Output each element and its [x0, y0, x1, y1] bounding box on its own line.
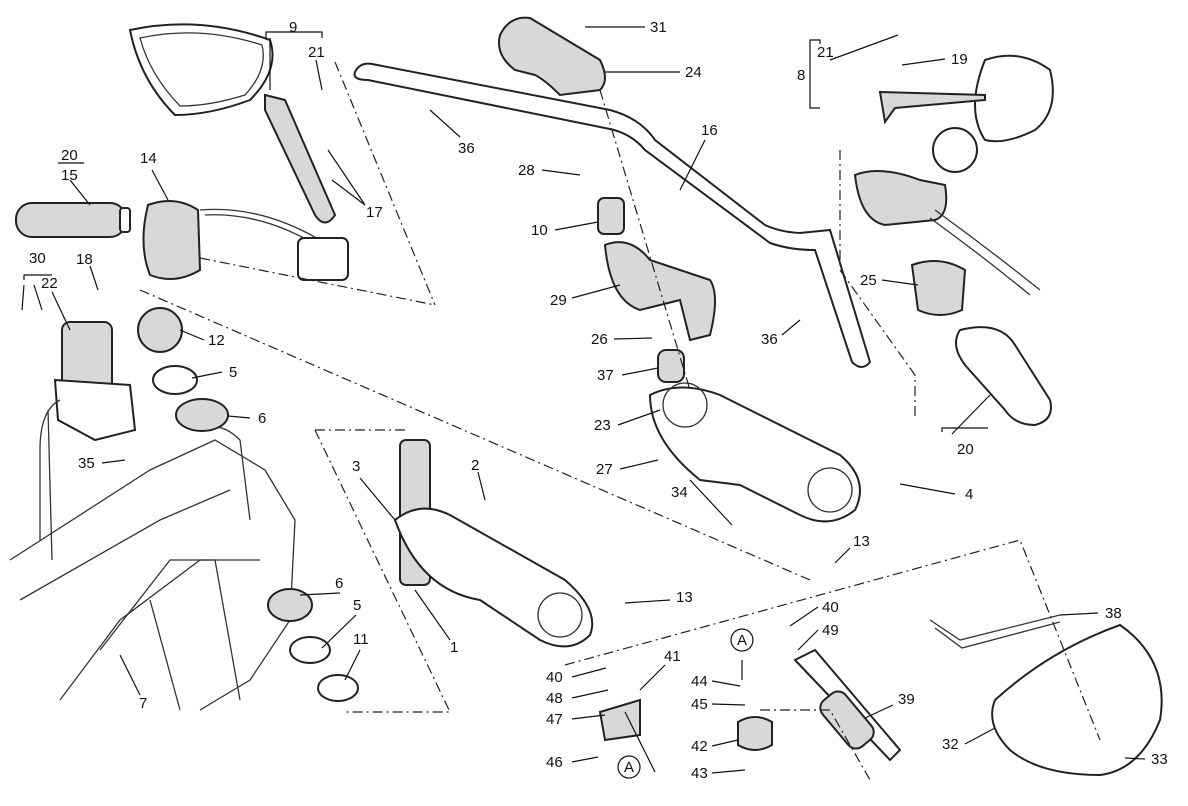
- upper-clamp: [498, 16, 606, 97]
- reference-a-circle: [730, 628, 754, 652]
- callout-36: 36: [458, 140, 475, 157]
- clutch-master: [297, 237, 349, 281]
- top-yoke: [648, 386, 861, 523]
- right-switch: [910, 260, 967, 316]
- callout-2: 2: [471, 457, 479, 474]
- callout-38: 38: [1105, 605, 1122, 622]
- callout-33: 33: [1151, 751, 1168, 768]
- callout-9: 9: [289, 19, 297, 36]
- callout-43: 43: [691, 765, 708, 782]
- callout-31: 31: [650, 19, 667, 36]
- callout-12: 12: [208, 332, 225, 349]
- callout-28: 28: [518, 162, 535, 179]
- callout-21-right: 21: [817, 44, 834, 61]
- callout-14: 14: [140, 150, 157, 167]
- reference-a-circle: [617, 755, 641, 779]
- callout-32: 32: [942, 736, 959, 753]
- ignition-wiring: [39, 399, 61, 561]
- frame: [9, 426, 296, 711]
- callout-4: 4: [965, 486, 973, 503]
- bearing-6: [175, 398, 229, 432]
- callout-5-lower: 5: [353, 597, 361, 614]
- damper-arm: [929, 614, 1061, 649]
- callout-labels: 9 21 17 20 15 14 30 22 18 12 5 6 35 3 2 …: [29, 19, 1168, 782]
- brake-lever: [929, 209, 1041, 296]
- left-grip: [15, 202, 131, 238]
- callout-17: 17: [366, 204, 383, 221]
- brake-reservoir: [932, 127, 978, 173]
- callout-20-right: 20: [957, 441, 974, 458]
- callout-3: 3: [352, 458, 360, 475]
- ignition-body: [53, 378, 137, 442]
- callout-13-upper: 13: [853, 533, 870, 550]
- callout-a-upper: A: [737, 632, 747, 649]
- callout-39: 39: [898, 691, 915, 708]
- cap-12: [137, 307, 183, 353]
- spacer-37: [657, 349, 685, 383]
- callout-6-lower: 6: [335, 575, 343, 592]
- lower-yoke: [393, 507, 594, 648]
- callout-29: 29: [550, 292, 567, 309]
- callout-22: 22: [41, 275, 58, 292]
- seal-5-lower: [289, 636, 331, 664]
- callout-1: 1: [450, 639, 458, 656]
- callout-40: 40: [546, 669, 563, 686]
- callout-7: 7: [139, 695, 147, 712]
- seal-5: [152, 365, 198, 395]
- callout-18: 18: [76, 251, 93, 268]
- handlebar: [353, 62, 872, 368]
- callout-6: 6: [258, 410, 266, 427]
- callout-10: 10: [531, 222, 548, 239]
- callout-a-lower: A: [624, 759, 634, 776]
- bearing-6-lower: [267, 588, 313, 622]
- callout-40-right: 40: [822, 599, 839, 616]
- callout-13: 13: [676, 589, 693, 606]
- callout-5: 5: [229, 364, 237, 381]
- callout-46: 46: [546, 754, 563, 771]
- callout-26: 26: [591, 331, 608, 348]
- callout-24: 24: [685, 64, 702, 81]
- right-mirror: [878, 54, 1054, 143]
- brake-master-cylinder: [853, 170, 948, 227]
- riser-spacer: [597, 197, 625, 235]
- clamp-42: [737, 716, 773, 751]
- left-mirror: [128, 23, 337, 224]
- callout-48: 48: [546, 690, 563, 707]
- throttle-grip: [955, 326, 1052, 427]
- callout-19: 19: [951, 51, 968, 68]
- callout-36-right: 36: [761, 331, 778, 348]
- damper-body: [819, 690, 875, 750]
- leader-lines: [21, 26, 1146, 774]
- callout-21: 21: [308, 44, 325, 61]
- cover-32: [991, 623, 1163, 777]
- callout-30: 30: [29, 250, 46, 267]
- callout-42: 42: [691, 738, 708, 755]
- callout-44: 44: [691, 673, 708, 690]
- callout-27: 27: [596, 461, 613, 478]
- callout-8: 8: [797, 67, 805, 84]
- callout-34: 34: [671, 484, 688, 501]
- reference-lines: [139, 61, 1101, 781]
- callout-15: 15: [61, 167, 78, 184]
- callout-37: 37: [597, 367, 614, 384]
- callout-47: 47: [546, 711, 563, 728]
- callout-25: 25: [860, 272, 877, 289]
- callout-23: 23: [594, 417, 611, 434]
- clamp-47: [598, 698, 641, 742]
- callout-16: 16: [701, 122, 718, 139]
- callout-41: 41: [664, 648, 681, 665]
- callout-20: 20: [61, 147, 78, 164]
- callout-49: 49: [822, 622, 839, 639]
- left-switch: [142, 200, 202, 280]
- callout-45: 45: [691, 696, 708, 713]
- callout-11: 11: [353, 631, 369, 648]
- seal-11: [317, 674, 359, 702]
- callout-35: 35: [78, 455, 95, 472]
